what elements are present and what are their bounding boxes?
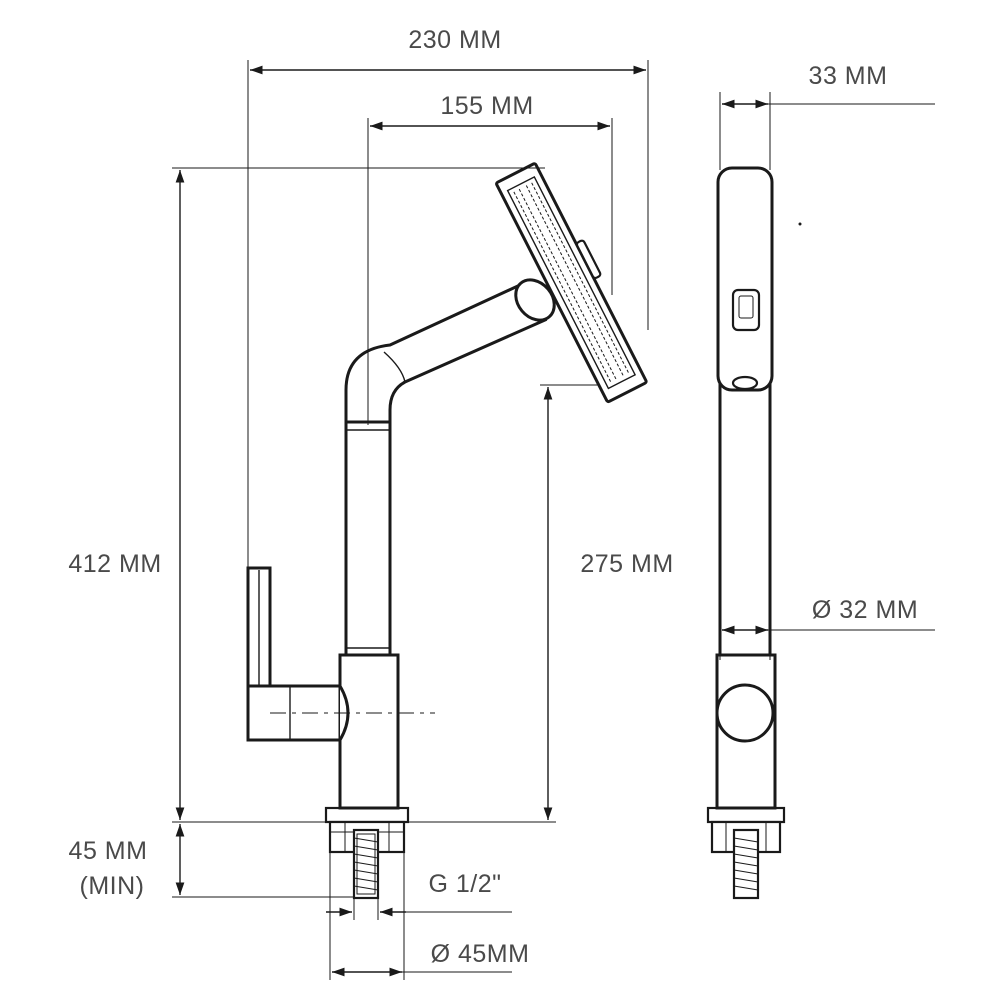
label-body-diameter: Ø 32 MM (812, 596, 918, 624)
label-reach: 155 MM (440, 92, 533, 120)
side-view (706, 166, 802, 900)
side-lever-handle[interactable] (715, 683, 775, 743)
vertical-tube (344, 420, 392, 657)
label-shank-length-note: (MIN) (80, 872, 145, 900)
lever-handle[interactable] (246, 566, 350, 742)
base-flange (324, 806, 410, 824)
side-spray-head (716, 166, 774, 392)
dimension-labels: 230 MM 155 MM 33 MM 412 MM 275 MM Ø 32 M… (68, 26, 918, 968)
label-base-diameter: Ø 45MM (431, 940, 530, 968)
front-view (246, 162, 648, 900)
side-base-flange (706, 806, 786, 824)
dimension-lines (172, 60, 935, 980)
label-spout-clearance: 275 MM (580, 550, 673, 578)
side-vertical-tube (718, 383, 772, 657)
spout-joint (514, 278, 556, 322)
label-overall-height: 412 MM (68, 550, 161, 578)
spout-neck (344, 283, 548, 424)
spray-outlet (731, 375, 759, 391)
tap-body (338, 653, 400, 810)
threaded-shank (352, 828, 380, 900)
spray-head (495, 162, 648, 404)
label-shank-length: 45 MM (69, 837, 148, 865)
label-thread: G 1/2" (428, 870, 501, 898)
label-head-thickness: 33 MM (809, 62, 888, 90)
label-overall-width: 230 MM (408, 26, 501, 54)
